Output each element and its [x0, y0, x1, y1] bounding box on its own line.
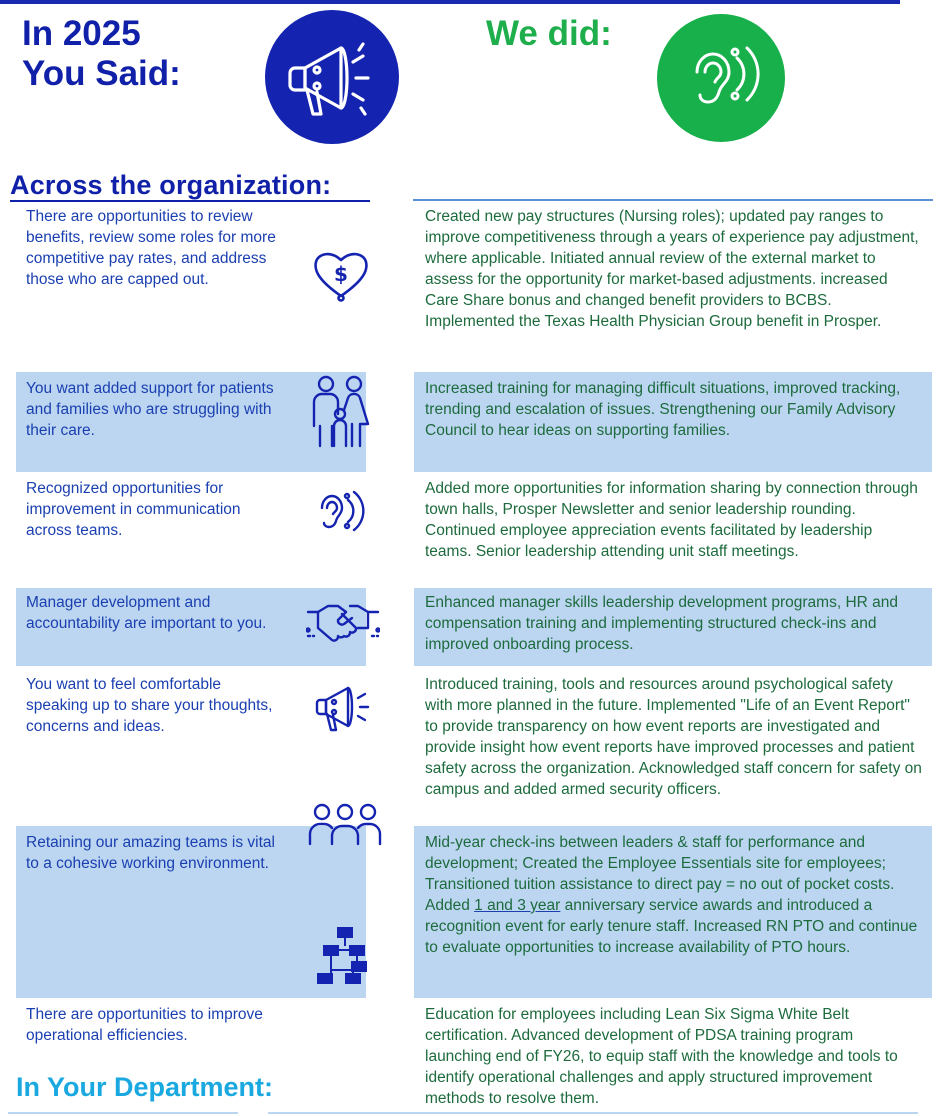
megaphone-circle-icon: [265, 10, 399, 144]
ear-icon: [316, 486, 368, 545]
said-text-speak-up: You want to feel comfortable speaking up…: [26, 676, 273, 735]
right-column-rule: [413, 199, 933, 201]
we-did-heading: We did:: [486, 14, 612, 53]
flowchart-icon: [316, 926, 372, 991]
did-text-efficiencies: Education for employees including Lean S…: [425, 1006, 898, 1107]
team-icon: [308, 802, 382, 853]
row-band-right: [414, 588, 932, 666]
did-text-manager-dev: Enhanced manager skills leadership devel…: [425, 594, 899, 653]
said-text-benefits: There are opportunities to review benefi…: [26, 208, 276, 288]
row-band-right: [414, 372, 932, 472]
said-text-retaining: Retaining our amazing teams is vital to …: [26, 834, 275, 872]
said-text-families: You want added support for patients and …: [26, 380, 274, 439]
section-title-underline: [10, 200, 370, 202]
ear-circle-icon: [657, 14, 785, 142]
family-icon: [308, 374, 374, 455]
said-text-communication: Recognized opportunities for improvement…: [26, 480, 241, 539]
row-band-right: [414, 826, 932, 998]
did-text-communication: Added more opportunities for information…: [425, 480, 918, 560]
heart-dollar-icon: $: [310, 246, 372, 307]
row-band-left: [16, 826, 366, 998]
row-band-left: [16, 372, 366, 472]
bottom-rule-left: [8, 1112, 238, 1114]
did-text-retaining: Mid-year check-ins between leaders & sta…: [425, 834, 918, 956]
handshake-icon: [305, 600, 381, 649]
said-text-efficiencies: There are opportunities to improve opera…: [26, 1006, 263, 1044]
row-band-left: [16, 588, 366, 666]
did-text-speak-up: Introduced training, tools and resources…: [425, 676, 922, 798]
said-text-manager-dev: Manager development and accountability a…: [26, 594, 267, 632]
bottom-rule-right: [268, 1112, 918, 1114]
section-title-department: In Your Department:: [16, 1072, 274, 1102]
top-rule: [0, 0, 900, 4]
anniversary-link[interactable]: 1 and 3 year: [474, 897, 561, 914]
you-said-heading: In 2025 You Said:: [22, 14, 181, 93]
section-title-across-org: Across the organization:: [10, 170, 332, 200]
megaphone-icon: [314, 682, 382, 741]
did-text-families: Increased training for managing difficul…: [425, 380, 901, 439]
svg-text:$: $: [334, 262, 348, 286]
did-text-benefits: Created new pay structures (Nursing role…: [425, 208, 919, 330]
